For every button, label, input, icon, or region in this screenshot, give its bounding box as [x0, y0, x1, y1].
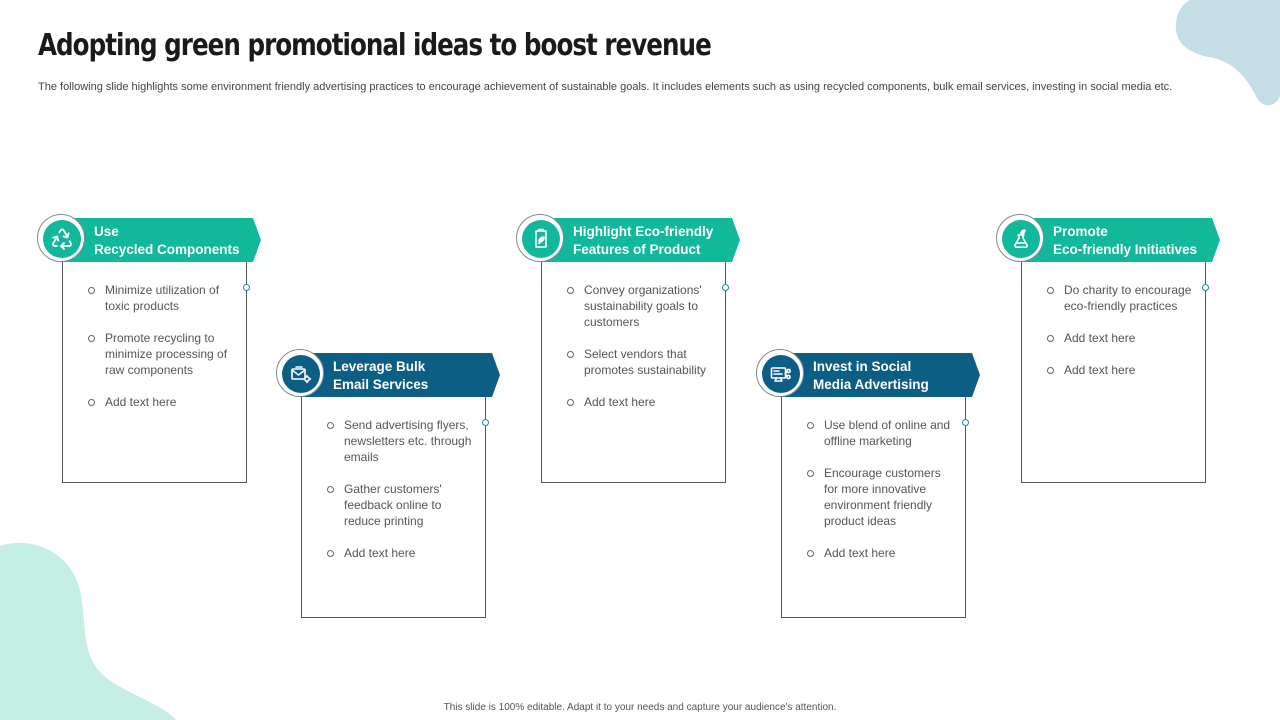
- card-content-box: Do charity to encourage eco-friendly pra…: [1021, 262, 1209, 483]
- social-media-icon: [770, 367, 791, 382]
- list-item: Add text here: [63, 394, 236, 410]
- list-item: Promote recycling to minimize processing…: [63, 330, 236, 378]
- card-content-box: Convey organizations' sustainability goa…: [541, 262, 729, 483]
- email-gear-icon: [291, 366, 312, 384]
- card-title: Invest in Social Media Advertising: [813, 359, 929, 392]
- connector-dot: [482, 419, 489, 426]
- list-item: Encourage customers for more innovative …: [782, 465, 955, 529]
- top-right-blob: [1175, 0, 1280, 106]
- bullet-list: Use blend of online and offline marketin…: [782, 397, 965, 581]
- bullet-list: Minimize utilization of toxic products P…: [63, 262, 246, 430]
- list-item: Use blend of online and offline marketin…: [782, 417, 955, 449]
- card-content-box: Send advertising flyers, newsletters etc…: [301, 397, 489, 618]
- eco-flask-icon: [1014, 229, 1028, 248]
- card-title: Highlight Eco-friendly Features of Produ…: [573, 224, 714, 257]
- list-item: Send advertising flyers, newsletters etc…: [302, 417, 475, 465]
- page-subtitle: The following slide highlights some envi…: [38, 81, 1173, 93]
- card-title: Leverage Bulk Email Services: [333, 359, 429, 392]
- list-item: Do charity to encourage eco-friendly pra…: [1022, 282, 1195, 314]
- list-item: Add text here: [1022, 330, 1195, 346]
- connector-dot: [962, 419, 969, 426]
- card-banner: [59, 218, 261, 262]
- footer-note: This slide is 100% editable. Adapt it to…: [443, 702, 837, 713]
- icon-badge: [516, 214, 564, 262]
- bullet-list: Convey organizations' sustainability goa…: [542, 262, 725, 430]
- card-content-box: Use blend of online and offline marketin…: [781, 397, 969, 618]
- list-item: Minimize utilization of toxic products: [63, 282, 236, 314]
- card-title: Use Recycled Components: [94, 224, 240, 257]
- card-banner: [778, 353, 980, 397]
- bottom-left-blob: [0, 542, 176, 720]
- card-title: Promote Eco-friendly Initiatives: [1053, 224, 1198, 257]
- icon-badge: [996, 214, 1044, 262]
- icon-badge: [756, 349, 804, 397]
- icon-badge: [276, 349, 324, 397]
- connector-dot: [243, 284, 250, 291]
- card-banner: [1018, 218, 1220, 262]
- connector-dot: [1202, 284, 1209, 291]
- icon-badge: [37, 214, 85, 262]
- card-content-box: Minimize utilization of toxic products P…: [62, 262, 250, 483]
- bullet-list: Send advertising flyers, newsletters etc…: [302, 397, 485, 581]
- recycle-icon: [52, 228, 72, 250]
- list-item: Convey organizations' sustainability goa…: [542, 282, 715, 330]
- connector-dot: [722, 284, 729, 291]
- list-item: Add text here: [1022, 362, 1195, 378]
- bullet-list: Do charity to encourage eco-friendly pra…: [1022, 262, 1205, 398]
- card-banner: [538, 218, 740, 262]
- list-item: Add text here: [782, 545, 955, 561]
- list-item: Select vendors that promotes sustainabil…: [542, 346, 715, 378]
- page-title: Adopting green promotional ideas to boos…: [38, 28, 712, 63]
- eco-product-icon: [535, 228, 547, 248]
- list-item: Gather customers' feedback online to red…: [302, 481, 475, 529]
- card-banner: [298, 353, 500, 397]
- list-item: Add text here: [302, 545, 475, 561]
- list-item: Add text here: [542, 394, 715, 410]
